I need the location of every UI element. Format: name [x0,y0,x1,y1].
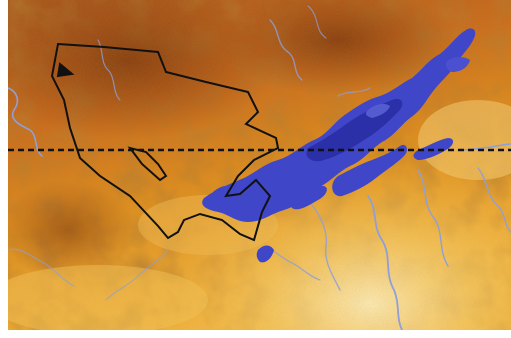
region-boundary [50,42,280,242]
terrain [8,0,511,330]
satellite-map [8,0,511,330]
flood-water [202,28,476,263]
river-channels [8,5,511,330]
